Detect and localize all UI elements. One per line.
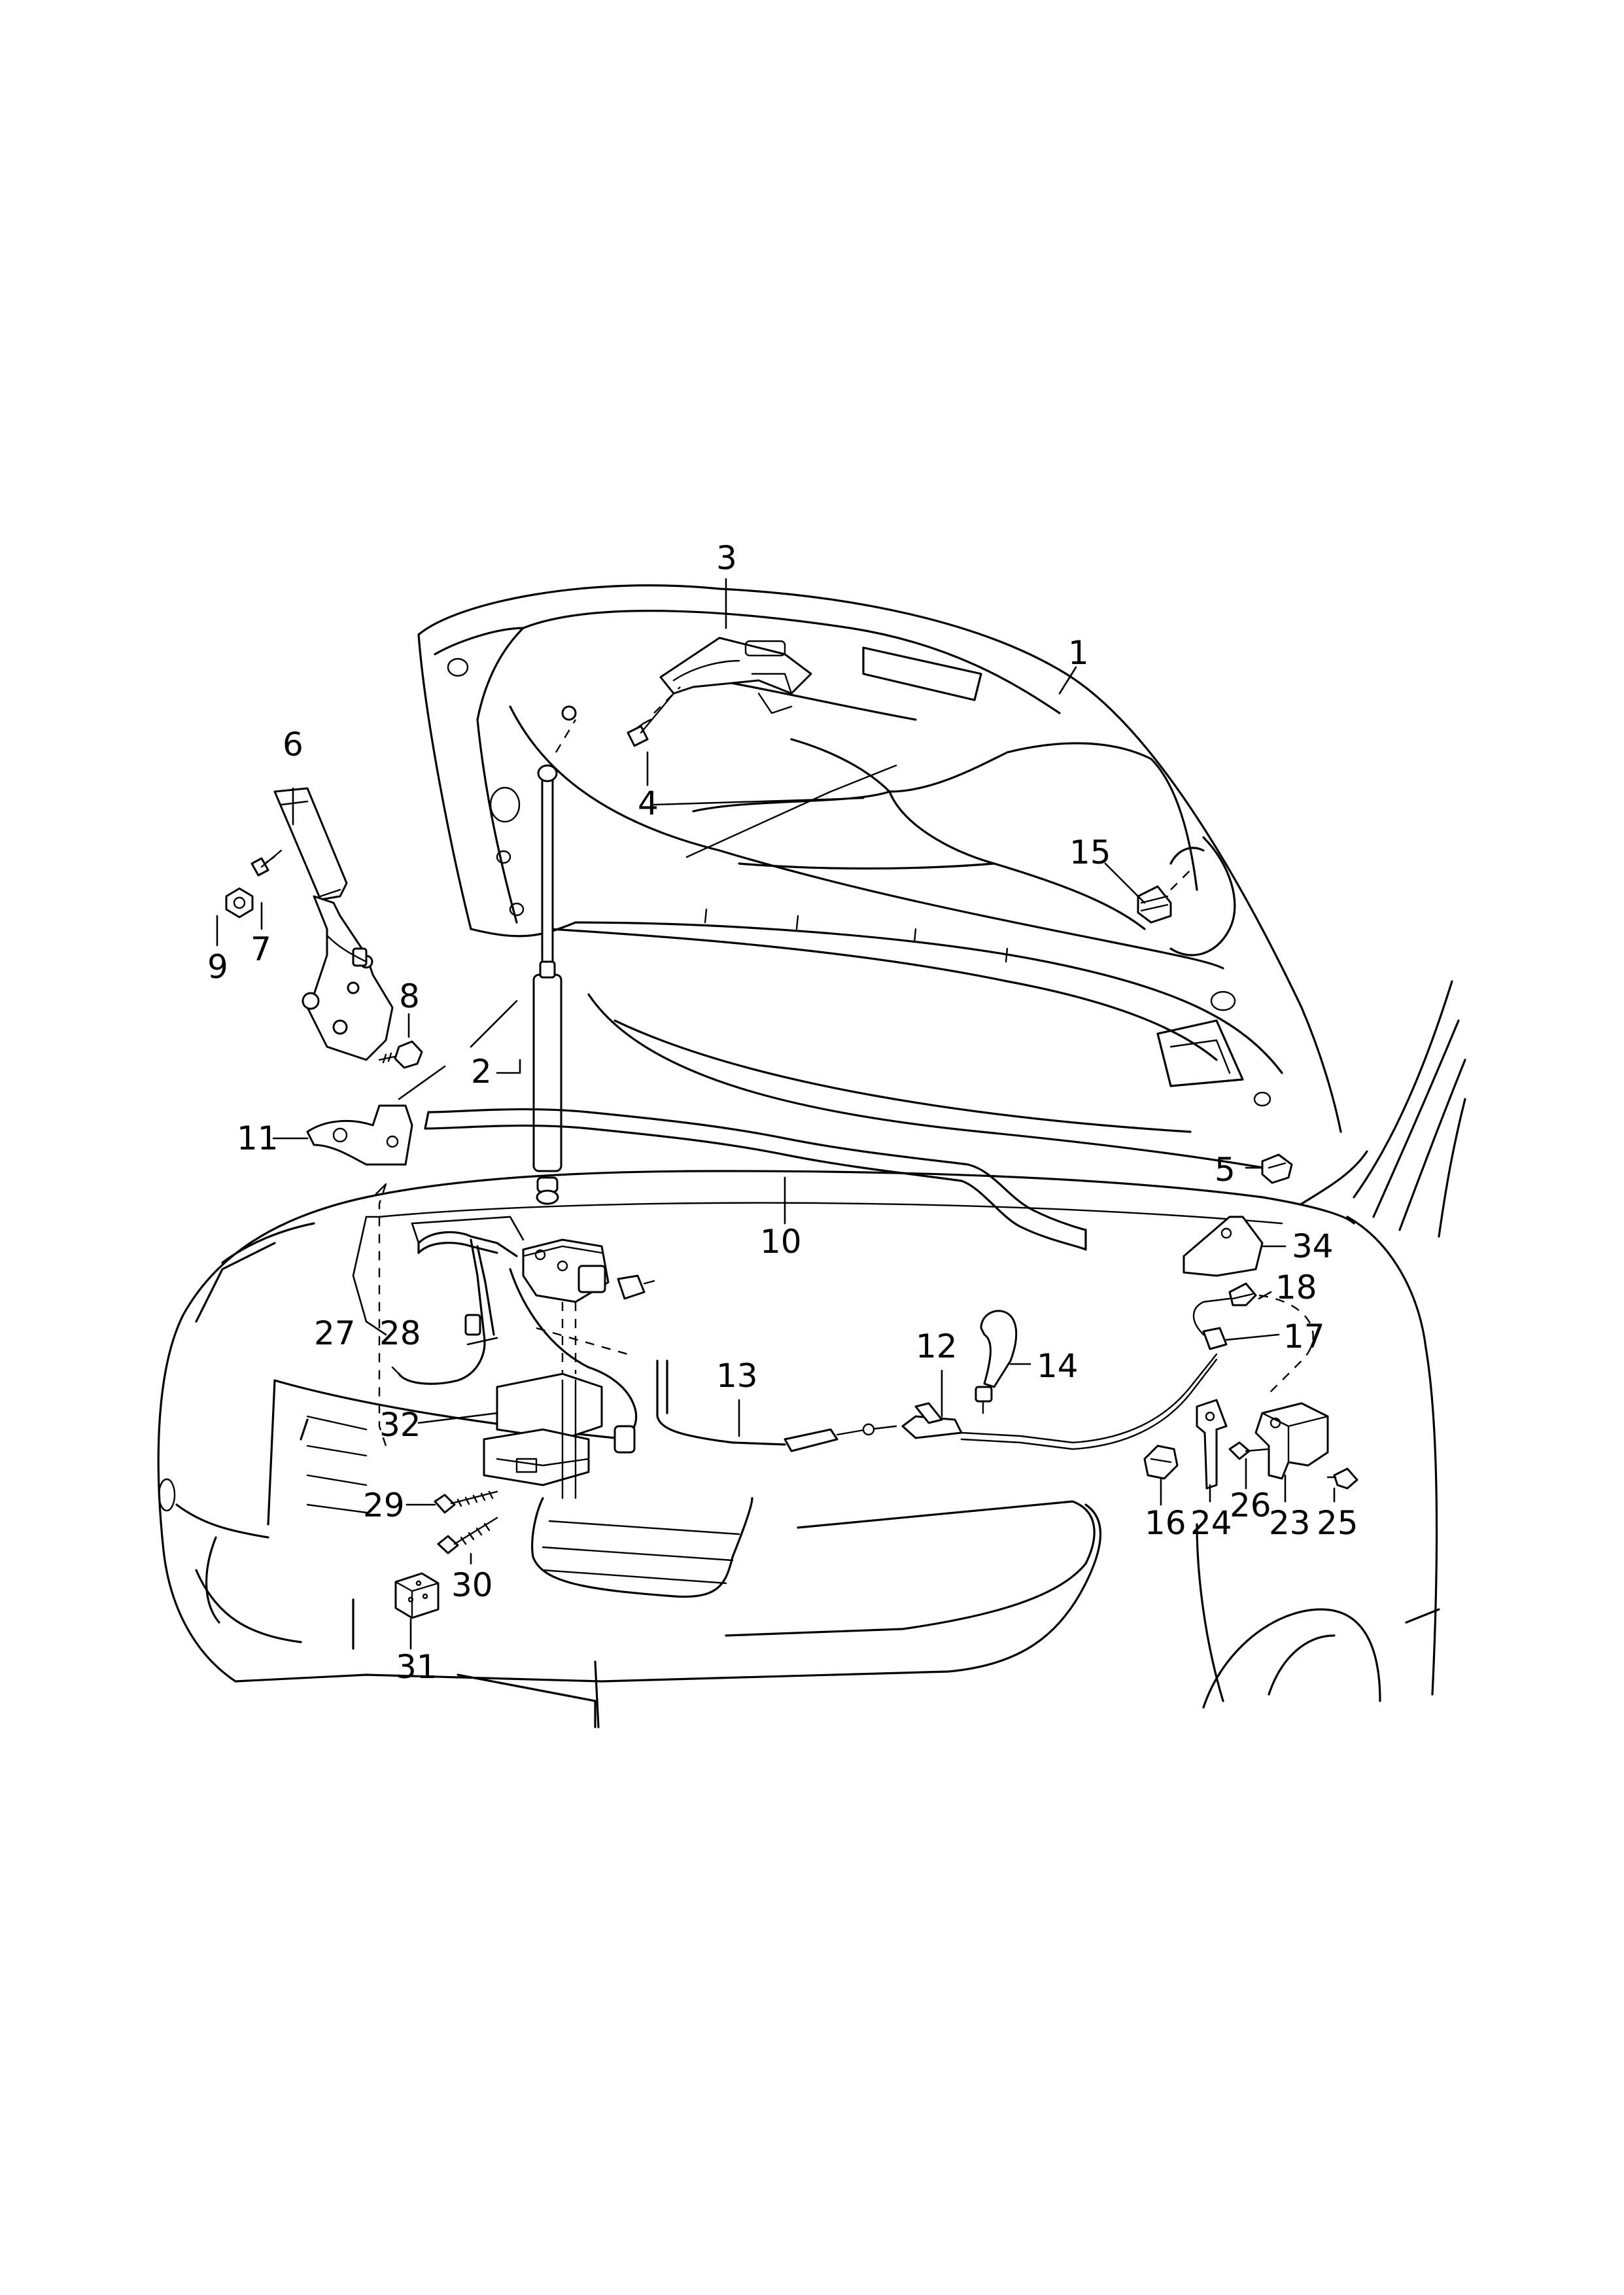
part-14-cable-tie: [975, 1310, 1018, 1414]
callout-7: 7: [251, 930, 271, 968]
part-6-hinge: [273, 787, 394, 1061]
part-5-buffer: [1261, 1153, 1293, 1184]
part-15-plug: [1137, 869, 1191, 924]
part-30-bolt: [437, 1516, 498, 1554]
callout-5: 5: [1215, 1151, 1235, 1189]
part-10-seal: [424, 1108, 1087, 1251]
callout-labels: 1 2 3 4 5 6 7 8 9 10 11 12 13 14 15 16 1…: [207, 539, 1358, 1686]
callout-26: 26: [1230, 1486, 1271, 1524]
callout-31: 31: [396, 1648, 438, 1686]
part-18-plug: [1228, 1282, 1314, 1394]
lock-assembly: [378, 1183, 655, 1499]
part-25-clip: [1326, 1467, 1358, 1490]
part-16-clip: [1143, 1445, 1179, 1480]
part-34-bracket: [1183, 1216, 1264, 1277]
callout-2: 2: [471, 1053, 492, 1091]
part-23-lever-bracket: [1254, 1402, 1329, 1480]
callout-14: 14: [1037, 1347, 1079, 1385]
callout-9: 9: [207, 948, 228, 986]
part-3-hood-catch: [659, 637, 812, 714]
callout-27: 27: [314, 1314, 356, 1352]
callout-18: 18: [1275, 1269, 1317, 1306]
callout-15: 15: [1069, 833, 1111, 871]
part-4-bolt: [627, 686, 681, 747]
part-8-bolt: [378, 1040, 423, 1069]
part-24-rod: [1196, 1399, 1228, 1490]
callout-8: 8: [399, 977, 420, 1015]
vehicle-front-body: [157, 980, 1466, 1728]
part-7-screw: [251, 849, 283, 877]
part-17-grommet: [1192, 1297, 1231, 1350]
callout-30: 30: [451, 1566, 493, 1604]
callout-1: 1: [1068, 634, 1089, 672]
part-12-release-lever: [901, 1353, 1218, 1450]
part-9-nut: [225, 887, 254, 919]
callout-23: 23: [1269, 1504, 1311, 1542]
part-29-bolt: [434, 1490, 498, 1514]
callout-12: 12: [916, 1327, 958, 1365]
callout-28: 28: [379, 1314, 421, 1352]
callout-34: 34: [1292, 1227, 1334, 1265]
callout-17: 17: [1283, 1318, 1325, 1356]
callout-4: 4: [638, 784, 659, 822]
part-2-gas-strut: [532, 705, 577, 1205]
leader-lines: [216, 578, 1336, 1650]
callout-10: 10: [760, 1223, 802, 1261]
part-26-screw: [1228, 1441, 1270, 1460]
callout-3: 3: [716, 539, 737, 577]
part-31-block: [394, 1572, 440, 1619]
callout-24: 24: [1190, 1504, 1232, 1542]
callout-29: 29: [363, 1486, 405, 1524]
callout-11: 11: [237, 1119, 279, 1157]
callout-16: 16: [1145, 1504, 1186, 1542]
callout-13: 13: [716, 1357, 758, 1395]
callout-25: 25: [1317, 1504, 1358, 1542]
callout-32: 32: [379, 1406, 421, 1444]
hood-panel: [417, 584, 1342, 1172]
callout-6: 6: [283, 726, 303, 763]
part-11-bracket: [306, 1104, 413, 1166]
part-13-cable: [656, 1359, 897, 1452]
